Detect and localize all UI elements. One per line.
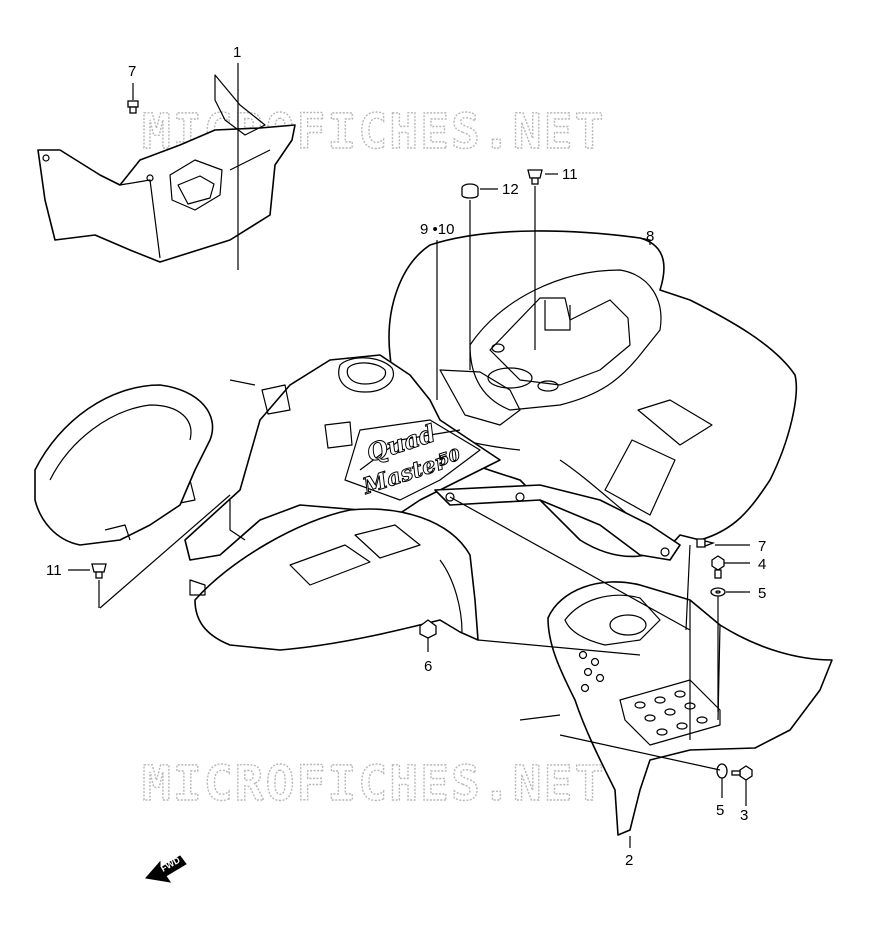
callout-9-10: 9 •10 xyxy=(420,221,454,238)
callout-5-bottom: 5 xyxy=(716,802,724,819)
bolt-4[interactable] xyxy=(711,555,725,579)
washer-5-bottom[interactable] xyxy=(716,763,728,779)
callout-2: 2 xyxy=(625,852,633,869)
part-9-10-center-body[interactable]: Quad Master 50 xyxy=(169,354,521,561)
callout-6: 6 xyxy=(424,658,432,675)
callout-11-left: 11 xyxy=(46,562,62,579)
screw-7-right[interactable] xyxy=(696,538,716,548)
callout-11-top: 11 xyxy=(562,166,578,183)
callout-7-right: 7 xyxy=(758,538,766,555)
fwd-direction-arrow: FWD xyxy=(145,855,187,883)
watermark-bottom: MICROFICHES.NET xyxy=(142,756,605,812)
bolt-11-top[interactable] xyxy=(527,169,543,185)
washer-5-right[interactable] xyxy=(710,587,726,597)
front-fender-lower[interactable] xyxy=(189,508,479,651)
arrow-forward-icon xyxy=(145,855,187,883)
leader-lines xyxy=(68,63,750,848)
callout-12: 12 xyxy=(502,181,519,198)
nut-12[interactable] xyxy=(461,183,479,199)
nut-6[interactable] xyxy=(419,619,437,639)
part-1-front-inner-panel[interactable] xyxy=(37,74,296,263)
callout-7-top: 7 xyxy=(128,63,136,80)
part-2-footrest[interactable] xyxy=(547,581,833,836)
callout-4: 4 xyxy=(758,556,766,573)
bolt-11-left[interactable] xyxy=(91,563,107,579)
callout-8: 8 xyxy=(646,228,654,245)
mounting-bracket[interactable] xyxy=(434,484,681,561)
front-fender-left[interactable] xyxy=(34,384,214,546)
bolt-3[interactable] xyxy=(731,765,753,781)
callout-5-right: 5 xyxy=(758,585,766,602)
callout-3: 3 xyxy=(740,807,748,824)
bolt-7-top[interactable] xyxy=(127,100,139,114)
callout-1: 1 xyxy=(233,44,241,61)
